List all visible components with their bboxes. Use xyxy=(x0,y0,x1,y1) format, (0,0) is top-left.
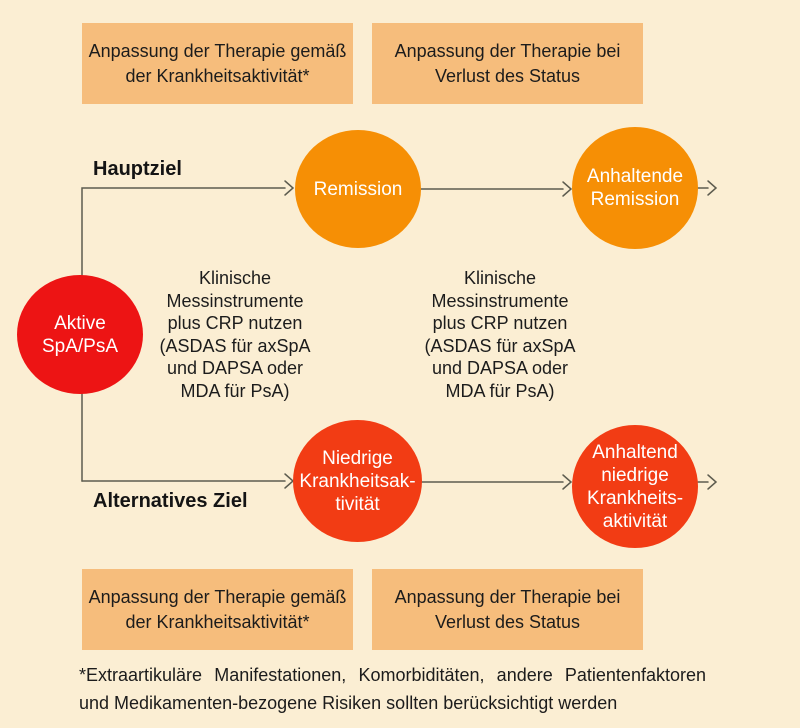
therapy-adjustment-box-bottom-left: Anpassung der Therapie gemäß der Krankhe… xyxy=(82,569,353,650)
node-low-disease-activity: Niedrige Krankheitsak- tivität xyxy=(293,420,422,542)
node-sustained-low-disease-activity: Anhaltend niedrige Krankheits- aktivität xyxy=(572,425,698,548)
main-goal-label: Hauptziel xyxy=(93,158,182,180)
therapy-adjustment-box-top-right: Anpassung der Therapie bei Verlust des S… xyxy=(372,23,643,104)
therapy-adjustment-box-top-left: Anpassung der Therapie gemäß der Krankhe… xyxy=(82,23,353,104)
node-remission: Remission xyxy=(295,130,421,248)
alternative-goal-label: Alternatives Ziel xyxy=(93,490,248,512)
footnote-line-2: und Medikamenten-bezogene Risiken sollte… xyxy=(79,693,618,713)
node-sustained-remission: Anhaltende Remission xyxy=(572,127,698,249)
arrow-alt-goal-head xyxy=(284,473,295,489)
measurement-annotation-left: Klinische Messinstrumente plus CRP nutze… xyxy=(159,268,311,401)
arrow-remission-sustained-head xyxy=(562,181,573,197)
arrow-main-goal-head xyxy=(284,180,295,196)
node-active-spa-psa: Aktive SpA/PsA xyxy=(17,275,143,394)
arrow-low-sustained-head xyxy=(562,474,573,490)
therapy-adjustment-box-bottom-right: Anpassung der Therapie bei Verlust des S… xyxy=(372,569,643,650)
measurement-annotation-right: Klinische Messinstrumente plus CRP nutze… xyxy=(424,268,576,401)
arrow-exit-bottom-head xyxy=(707,474,718,490)
arrow-exit-top-head xyxy=(707,180,718,196)
footnote: *Extraartikuläre Manifestationen, Komorb… xyxy=(79,661,706,717)
footnote-line-1: *Extraartikuläre Manifestationen, Komorb… xyxy=(79,665,706,685)
